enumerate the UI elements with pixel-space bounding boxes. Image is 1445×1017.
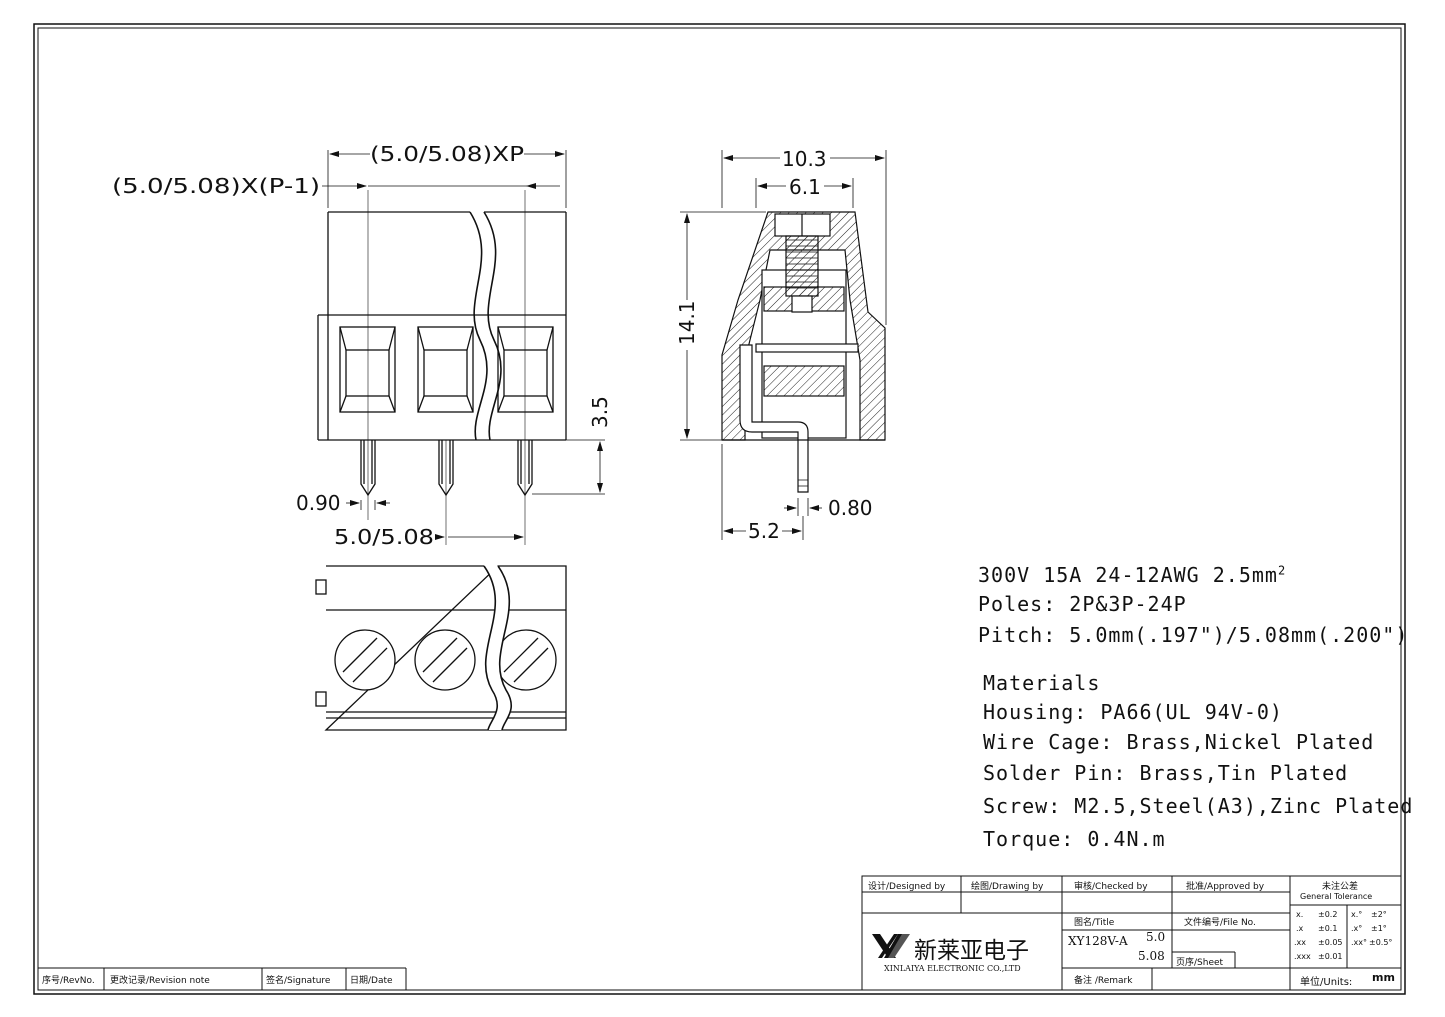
dim-pin-0-80: 0.80 [828,496,873,520]
screw-head-3 [495,629,557,691]
tb-tol-row-2: .x ±0.1 .x° ±1° [1296,924,1387,933]
dim-offset-5-2: 5.2 [748,519,780,543]
tb-sheet-label: 页序/Sheet [1176,958,1224,968]
tb-tol-row-4: .xxx ±0.01 [1294,952,1343,961]
wire-entry-3 [497,326,554,413]
title-block-grid [38,875,1402,991]
spec-torque: Torque: 0.4N.m [983,827,1166,851]
dim-width-6-1: 6.1 [789,175,821,199]
wire-entry-1 [339,326,396,413]
tb-title-value-b: 5.08 [1138,949,1165,963]
tol-ang-key: .xx° [1351,938,1368,947]
spec-rating: 300V 15A 24-12AWG 2.5mm2 [978,563,1286,587]
signature-label: 签名/Signature [266,976,331,986]
front-dimensions [322,150,605,540]
tb-title-label: 图名/Title [1074,918,1115,928]
tb-tol-row-1: x. ±0.2 x.° ±2° [1296,910,1387,919]
side-dimensions [680,150,887,540]
tol-key: .x [1296,924,1304,933]
tb-title-value: XY128V-A [1068,934,1128,948]
dim-pitch-p1: (5.0/5.08)X(P-1) [112,174,320,198]
tb-remark-label: 备注 /Remark [1074,976,1133,986]
spec-poles: Poles: 2P&3P-24P [978,592,1187,616]
top-view [315,565,567,731]
side-dimension-labels: 10.3 6.1 14.1 0.80 5.2 [675,147,873,543]
front-view [317,190,567,545]
tb-tolerance-en: General Tolerance [1300,892,1373,901]
revision-note-label: 更改记录/Revision note [110,976,210,986]
front-dimension-labels: (5.0/5.08)XP (5.0/5.08)X(P-1) 3.5 0.90 5… [112,142,612,549]
tb-file-no-label: 文件编号/File No. [1184,918,1256,928]
rev-no-label: 序号/RevNo. [42,976,95,986]
tol-ang-val: ±2° [1371,910,1387,919]
dim-height-14-1: 14.1 [675,300,699,345]
tol-val: ±0.05 [1318,938,1343,947]
tol-ang-val: ±0.5° [1369,938,1393,947]
company-name-cn: 新莱亚电子 [914,938,1029,964]
tb-drawing-by: 绘图/Drawing by [971,882,1044,892]
dim-pitch-xp: (5.0/5.08)XP [370,142,524,166]
tol-key: .xxx [1294,952,1311,961]
date-label: 日期/Date [350,976,393,986]
spec-wire-cage: Wire Cage: Brass,Nickel Plated [983,730,1375,754]
dim-width-10-3: 10.3 [782,147,827,171]
tol-ang-val: ±1° [1371,924,1387,933]
tb-units-label: 单位/Units: [1300,977,1353,988]
wire-entry-2 [417,326,474,413]
tol-key: x. [1296,910,1304,919]
spec-rating-sup: 2 [1277,563,1287,578]
spec-screw: Screw: M2.5,Steel(A3),Zinc Plated [983,794,1414,818]
tol-key: .xx [1294,938,1307,947]
tb-units-value: mm [1372,971,1395,984]
tb-tolerance-cn: 未注公差 [1322,882,1359,892]
company-logo-icon [872,934,910,958]
screw-head-2 [414,629,476,691]
tb-approved-by: 批准/Approved by [1186,882,1265,892]
tb-designed-by: 设计/Designed by [868,882,946,892]
tol-val: ±0.2 [1318,910,1338,919]
tb-checked-by: 审核/Checked by [1074,882,1148,892]
tol-val: ±0.1 [1318,924,1338,933]
screw-head-1 [334,629,396,691]
tb-tol-row-3: .xx ±0.05 .xx° ±0.5° [1294,938,1392,947]
dim-pitch-bottom: 5.0/5.08 [334,525,434,549]
spec-housing: Housing: PA66(UL 94V-0) [983,700,1283,724]
tol-val: ±0.01 [1318,952,1343,961]
dim-height-3-5: 3.5 [588,396,612,428]
side-view [721,211,886,493]
dim-pin-0-90: 0.90 [296,491,341,515]
sheet-border-outer [33,23,1406,995]
spec-materials-heading: Materials [983,671,1101,695]
company-name-en: XINLAIYA ELECTRONIC CO.,LTD [884,964,1021,973]
tb-title-value-a: 5.0 [1146,930,1166,944]
spec-pitch: Pitch: 5.0mm(.197")/5.08mm(.200") [978,623,1409,647]
tol-ang-key: .x° [1351,924,1363,933]
spec-rating-text: 300V 15A 24-12AWG 2.5mm [978,563,1278,587]
spec-solder-pin: Solder Pin: Brass,Tin Plated [983,761,1349,785]
sheet-border-inner [37,27,1402,991]
tol-ang-key: x.° [1351,910,1363,919]
